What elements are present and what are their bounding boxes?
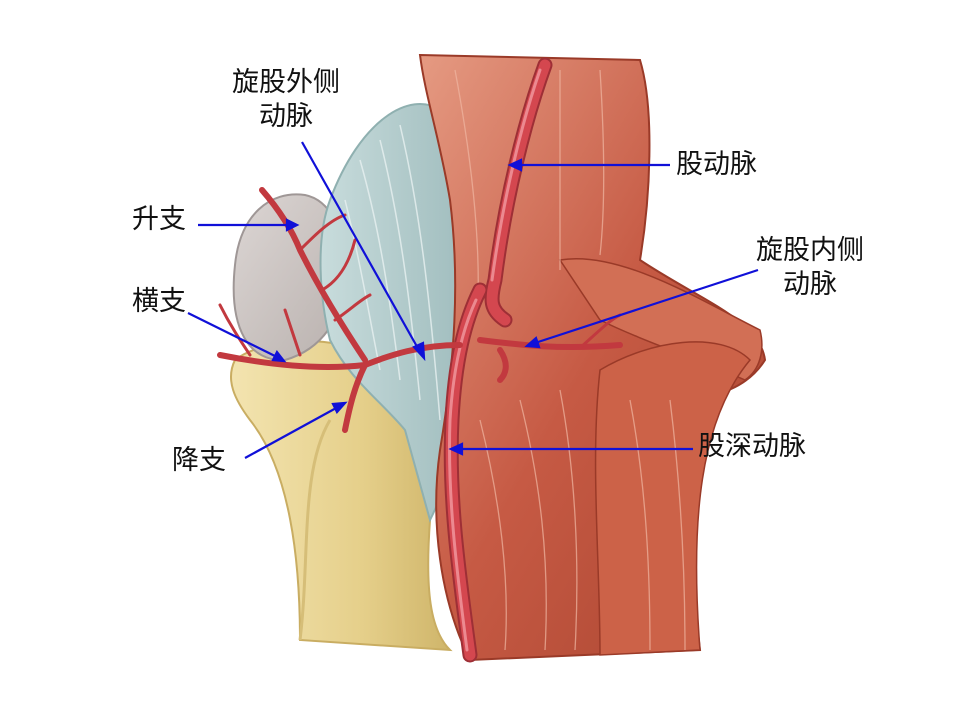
label-ascending-branch: 升支	[132, 203, 186, 237]
label-text: 降支	[172, 445, 226, 476]
label-line: 旋股内侧	[756, 235, 864, 266]
label-femoral-artery: 股动脉	[676, 148, 757, 182]
label-descending-branch: 降支	[172, 444, 226, 478]
label-deep-femoral-artery: 股深动脉	[698, 430, 806, 464]
label-lateral-circumflex-artery: 旋股外侧 动脉	[232, 66, 340, 134]
label-text: 横支	[132, 286, 186, 317]
label-text: 股深动脉	[698, 431, 806, 462]
label-text: 升支	[132, 204, 186, 235]
label-line: 旋股外侧	[232, 67, 340, 98]
label-transverse-branch: 横支	[132, 285, 186, 319]
label-text: 股动脉	[676, 149, 757, 180]
label-line: 动脉	[783, 269, 837, 300]
thigh-muscles	[418, 53, 767, 662]
label-medial-circumflex-artery: 旋股内侧 动脉	[756, 234, 864, 302]
artery-tree	[217, 57, 623, 663]
label-line: 动脉	[259, 101, 313, 132]
leader-lines	[187, 141, 759, 459]
